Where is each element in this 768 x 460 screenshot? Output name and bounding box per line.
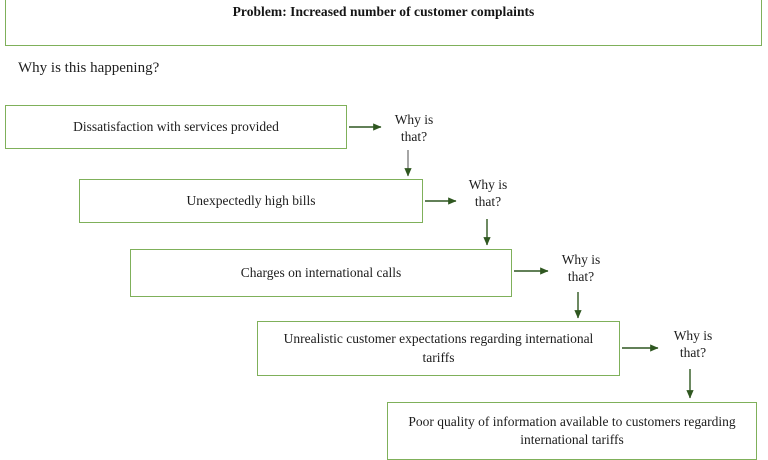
cause-box-2: Unexpectedly high bills	[79, 179, 423, 223]
why-label-1: Why is that?	[384, 111, 444, 146]
why-label-3: Why is that?	[551, 251, 611, 286]
cause-box-3: Charges on international calls	[130, 249, 512, 297]
why-label-2: Why is that?	[458, 176, 518, 211]
problem-banner: Problem: Increased number of customer co…	[5, 0, 762, 46]
why-label-2-line2: that?	[474, 194, 502, 210]
cause-box-5: Poor quality of information available to…	[387, 402, 757, 460]
cause-box-1: Dissatisfaction with services provided	[5, 105, 347, 149]
cause-box-4: Unrealistic customer expectations regard…	[257, 321, 620, 376]
why-label-1-line2: that?	[400, 129, 428, 145]
why-label-4-line2: that?	[679, 345, 707, 361]
why-label-3-line2: that?	[567, 269, 595, 285]
cause-box-2-text: Unexpectedly high bills	[186, 192, 316, 208]
why-label-1-line1: Why is	[394, 112, 434, 127]
why-label-2-line1: Why is	[468, 177, 508, 192]
why-label-3-line1: Why is	[561, 252, 601, 267]
cause-box-5-text: Poor quality of information available to…	[408, 413, 736, 447]
why-label-4-line1: Why is	[673, 328, 713, 343]
problem-title: Problem: Increased number of customer co…	[232, 4, 535, 19]
cause-box-1-text: Dissatisfaction with services provided	[73, 118, 279, 134]
cause-box-3-text: Charges on international calls	[240, 264, 402, 280]
intro-question-label: Why is this happening?	[18, 60, 160, 76]
cause-box-4-text: Unrealistic customer expectations regard…	[283, 331, 594, 365]
why-label-4: Why is that?	[663, 327, 723, 362]
